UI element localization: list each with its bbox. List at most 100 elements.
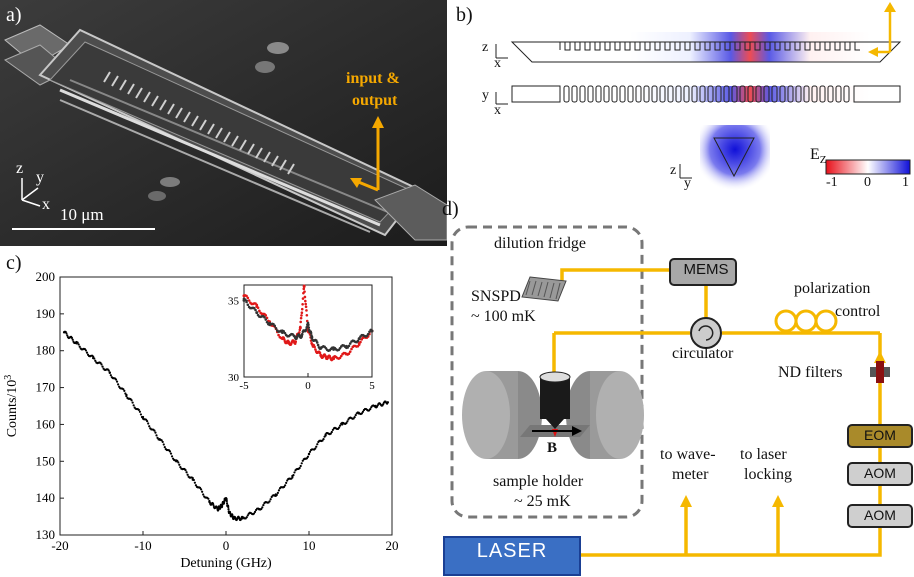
data-point: [274, 493, 277, 496]
data-point: [293, 340, 297, 344]
data-point: [338, 347, 342, 350]
data-point: [170, 455, 174, 458]
y-tick-label: 170: [36, 380, 56, 395]
data-point: [186, 473, 189, 476]
data-point: [175, 460, 178, 463]
polarization-label-2: control: [835, 303, 881, 320]
data-point: [191, 476, 194, 480]
data-point: [184, 469, 187, 472]
data-point: [302, 287, 306, 291]
data-point: [316, 443, 319, 446]
circulator-icon: [690, 317, 722, 349]
data-point: [262, 503, 265, 507]
sample-temp-label: ~ 25 mK: [514, 493, 571, 510]
data-point: [304, 302, 307, 306]
data-point: [374, 404, 377, 408]
data-point: [268, 500, 271, 503]
data-point: [304, 305, 308, 309]
circulator-label: circulator: [672, 345, 734, 362]
data-point: [324, 434, 327, 437]
panel-c-label: c): [6, 252, 22, 274]
colorbar-tick-neg: -1: [826, 175, 838, 190]
data-point: [132, 404, 135, 407]
data-point: [305, 309, 308, 312]
data-point: [305, 326, 309, 329]
wavemeter-label-1: to wave-: [660, 446, 716, 463]
mems-box[interactable]: [669, 258, 737, 286]
eom-label: EOM: [864, 427, 896, 443]
data-point: [293, 335, 297, 339]
data-point: [345, 422, 348, 425]
data-point: [348, 342, 352, 345]
data-point: [242, 298, 246, 302]
data-point: [353, 415, 356, 419]
data-point: [315, 445, 318, 448]
data-point: [245, 300, 248, 304]
y-tick-label: 140: [36, 490, 56, 505]
data-point: [216, 508, 219, 511]
data-point: [148, 425, 151, 428]
data-point: [346, 420, 349, 423]
data-point: [301, 302, 304, 306]
x-tick-label: 0: [223, 538, 230, 553]
data-point: [108, 371, 112, 375]
data-point: [366, 332, 370, 336]
data-point: [331, 428, 334, 432]
data-point: [66, 334, 69, 337]
data-point: [274, 326, 278, 330]
data-point: [92, 356, 95, 360]
data-point: [277, 489, 281, 492]
data-point: [254, 308, 257, 312]
data-point: [191, 478, 194, 481]
data-point: [330, 430, 333, 434]
laser-box[interactable]: [443, 536, 581, 576]
data-point: [301, 459, 304, 462]
snspd-chip-icon: [521, 276, 567, 302]
data-point: [260, 507, 263, 511]
axis-x-label: x: [42, 196, 50, 213]
colorbar-tick-zero: 0: [864, 175, 871, 190]
data-point: [261, 506, 264, 509]
data-point: [339, 424, 342, 427]
axis-z-label: z: [16, 160, 24, 177]
laser-lock-label-1: to laser: [740, 446, 787, 463]
data-point: [185, 471, 188, 474]
aom1-box[interactable]: [847, 462, 913, 486]
data-point: [160, 439, 163, 442]
data-point: [347, 352, 351, 356]
data-point: [299, 320, 303, 324]
aom2-box[interactable]: [847, 504, 913, 528]
polarization-loops-icon: [774, 309, 838, 333]
data-point: [62, 331, 66, 334]
data-point: [241, 517, 244, 520]
data-point: [114, 378, 118, 381]
data-point: [101, 365, 104, 368]
data-point: [300, 462, 303, 465]
laser-label: LASER: [476, 540, 548, 562]
x-axis-label: Detuning (GHz): [180, 556, 272, 571]
data-point: [344, 344, 348, 348]
data-point: [283, 331, 287, 335]
y-tick-label: 130: [36, 527, 56, 542]
data-point: [314, 447, 317, 450]
data-point: [299, 464, 302, 468]
x-tick-label: 10: [303, 538, 316, 553]
axes-top-h: x: [494, 56, 501, 71]
axes-icon: [21, 178, 41, 207]
data-point: [341, 423, 344, 426]
sem-device-drawing: [0, 0, 447, 246]
eom-box[interactable]: [847, 424, 913, 448]
data-point: [360, 412, 364, 415]
data-point: [131, 401, 134, 404]
data-point: [78, 345, 81, 348]
data-point: [319, 346, 323, 350]
axes-mid-h: x: [494, 103, 501, 118]
y-tick-label: 190: [36, 306, 56, 321]
data-point: [208, 500, 211, 504]
data-point: [231, 514, 234, 517]
data-point: [179, 466, 182, 469]
field-profile-drawing: [495, 2, 911, 195]
data-point: [122, 388, 125, 391]
y-tick-label: 30: [228, 372, 240, 384]
